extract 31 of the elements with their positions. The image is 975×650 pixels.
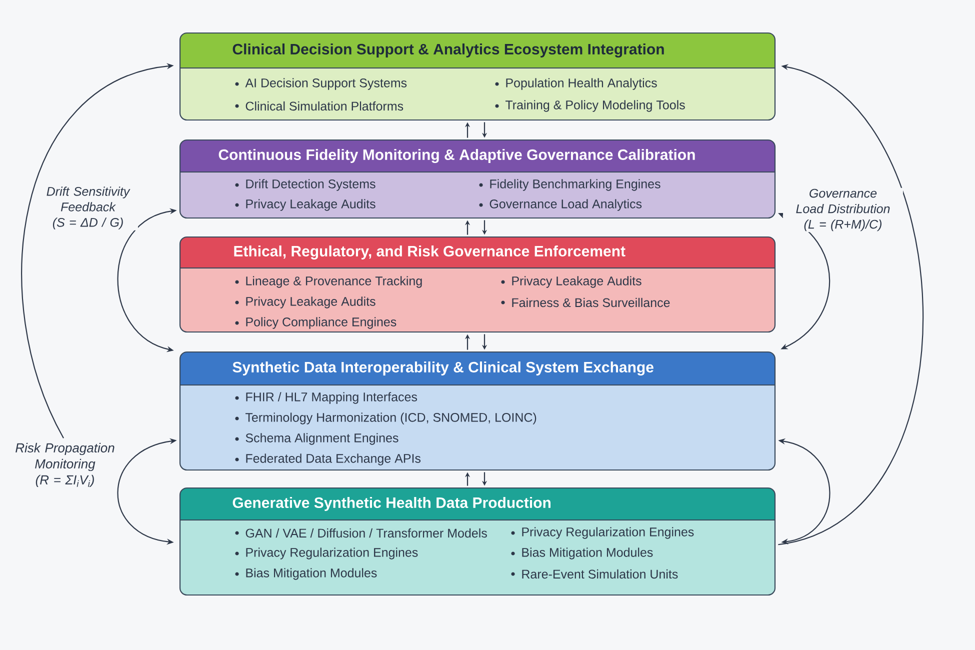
list-item: Population Health Analytics (495, 78, 657, 90)
list-item: Clinical Simulation Platforms (235, 101, 404, 111)
list-item: Schema Alignment Engines (235, 433, 398, 445)
list-item: Privacy Leakage Audits (501, 276, 642, 288)
list-item: Privacy Regularization Engines (235, 548, 418, 560)
layer-title: Synthetic Data Interoperability & Clinical System Exchange (232, 361, 654, 376)
layer-title: Continuous Fidelity Monitoring & Adaptive Governance Calibration (218, 148, 695, 164)
note-text: Risk Propagation Monitoring (R = ΣI$_{i}$V$_{i}$) (16, 442, 114, 488)
list-item: GAN / VAE / Diffusion / Transformer Models (235, 528, 487, 538)
list-item: FHIR / HL7 Mapping Interfaces (235, 392, 418, 404)
edge-label: Governance Load Distribution (L = (R+M)/C) (796, 188, 890, 232)
list-item: Bias Mitigation Modules (235, 568, 377, 580)
layer-title: Ethical, Regulatory, and Risk Governance Enforcement (234, 245, 626, 260)
list-item: Privacy Leakage Audits (235, 296, 376, 308)
list-item: Fidelity Benchmarking Engines (479, 179, 660, 191)
layer-title: Generative Synthetic Health Data Production (232, 497, 550, 511)
layer-title: Clinical Decision Support & Analytics Ecosystem Integration (232, 43, 664, 58)
list-item: Policy Compliance Engines (235, 317, 396, 329)
list-item: Drift Detection Systems (235, 179, 376, 191)
list-item: Privacy Leakage Audits (235, 199, 376, 211)
list-item: Rare-Event Simulation Units (511, 569, 678, 579)
list-item: Privacy Regularization Engines (511, 527, 694, 539)
list-item: Training & Policy Modeling Tools (495, 100, 685, 112)
list-item: Bias Mitigation Modules (511, 548, 653, 560)
list-item: AI Decision Support Systems (235, 78, 407, 90)
edge-label: Drift Sensitivity Feedback (S = ΔD / G) (46, 186, 130, 230)
list-item: Terminology Harmonization (ICD, SNOMED, LOINC) (235, 412, 536, 424)
list-item: Fairness & Bias Surveillance (501, 298, 670, 308)
list-item: Federated Data Exchange APIs (235, 454, 421, 466)
list-item: Lineage & Provenance Tracking (235, 276, 422, 288)
list-item: Governance Load Analytics (479, 199, 642, 211)
